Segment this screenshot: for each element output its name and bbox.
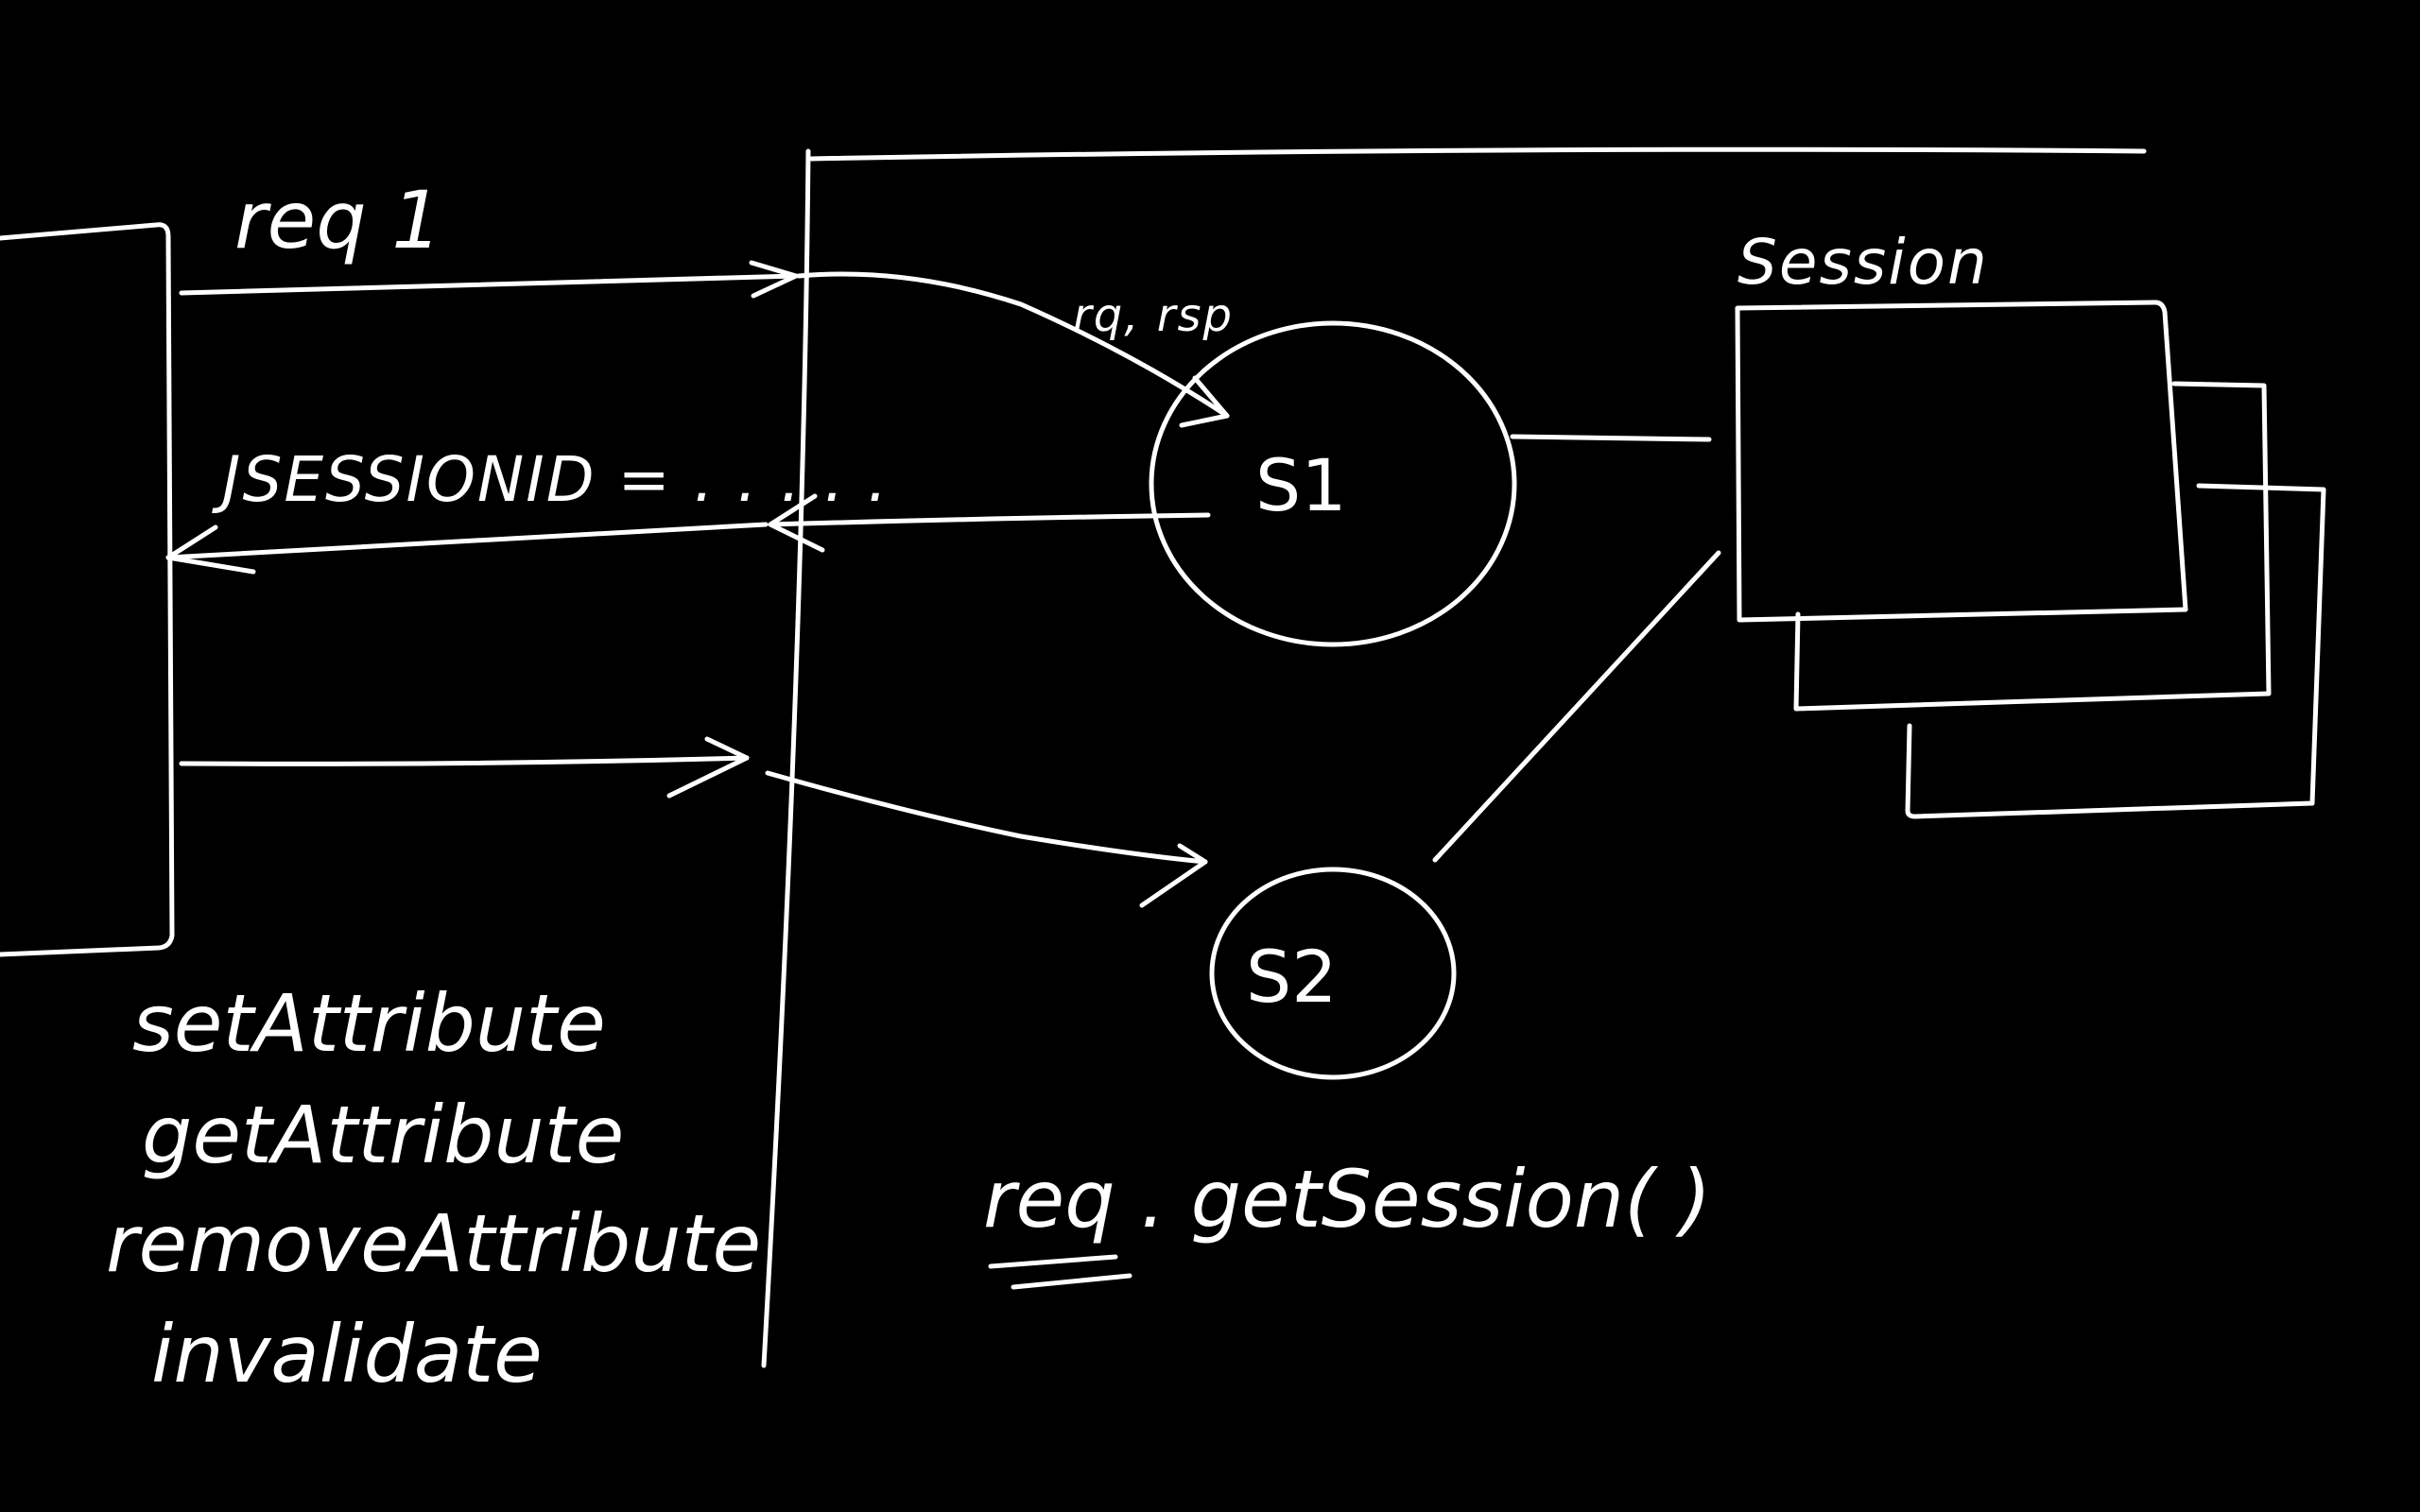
method-invalidate: invalidate: [151, 1308, 543, 1400]
request-1-arrow: [179, 273, 799, 296]
method-remove-attribute: removeAttribute: [106, 1197, 761, 1290]
session-box-middle: [1793, 381, 2272, 712]
response-from-s1-arrow: [768, 512, 1211, 527]
arrow-left-icon: [165, 524, 256, 575]
container-boundary-top: [808, 146, 2147, 162]
request-1-label: req 1: [234, 174, 442, 266]
request-2-arrow: [179, 755, 750, 766]
method-get-attribute: getAttribute: [142, 1089, 624, 1181]
forward-label: rq, rsp: [1073, 289, 1234, 342]
s1-session-link: [1510, 434, 1712, 442]
s2-session-link: [1432, 550, 1721, 863]
client-box: [0, 222, 175, 957]
arrow-left-icon: [768, 493, 825, 553]
req-underline-2: [1011, 1273, 1132, 1290]
session-label: Session: [1737, 226, 1989, 299]
get-session-call-label: req . getSession( ): [983, 1153, 1711, 1246]
servlet-s2-node: [1209, 867, 1457, 1080]
arrow-right-icon: [666, 736, 750, 799]
forward-to-s2-arrow: [765, 770, 1208, 865]
arrow-right-icon: [1139, 843, 1208, 908]
arrow-right-icon: [749, 260, 799, 299]
method-set-attribute: setAttribute: [132, 977, 606, 1070]
container-boundary-vertical: [761, 148, 811, 1368]
cookie-label: JSESSIONID = . . . . .: [212, 443, 890, 516]
cookie-response-arrow: [165, 522, 769, 560]
servlet-s1-node: [1149, 320, 1517, 647]
forward-to-s1-arrow: [796, 271, 1230, 419]
arrow-right-icon: [1179, 375, 1230, 428]
servlet-s2-label: S2: [1246, 935, 1338, 1019]
req-underline-1: [988, 1254, 1118, 1269]
session-box-front: [1735, 300, 2188, 623]
servlet-s1-label: S1: [1255, 443, 1347, 527]
session-box-back: [1905, 483, 2326, 819]
